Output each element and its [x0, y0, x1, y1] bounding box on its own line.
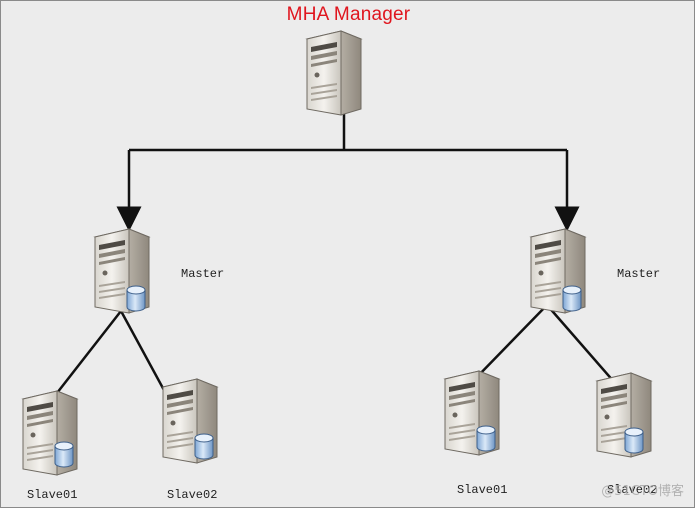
- left-slave02-label: Slave02: [167, 488, 218, 502]
- right-slave01-server-icon: [444, 370, 500, 456]
- left-slave02-server-icon: [162, 378, 218, 464]
- right-slave02-server-icon: [596, 372, 652, 458]
- left-slave01-server-icon: [22, 390, 78, 476]
- diagram-title: MHA Manager: [286, 4, 411, 25]
- right-slave02-label: Slave02: [607, 483, 658, 497]
- watermark: @51CTO博客: [601, 484, 684, 499]
- right-master-to-slave01-line: [474, 304, 548, 380]
- right-master-to-slave02-line: [546, 304, 616, 384]
- left-slave01-label: Slave01: [27, 488, 78, 502]
- left-master-label: Master: [181, 267, 225, 281]
- right-master-server-icon: [530, 228, 586, 314]
- left-master-to-slave01-line: [56, 310, 122, 394]
- connections: [56, 107, 616, 404]
- left-master-server-icon: [94, 228, 150, 314]
- right-slave01-label: Slave01: [457, 483, 508, 497]
- right-master-label: Master: [617, 267, 661, 281]
- manager-server-icon: [306, 30, 362, 116]
